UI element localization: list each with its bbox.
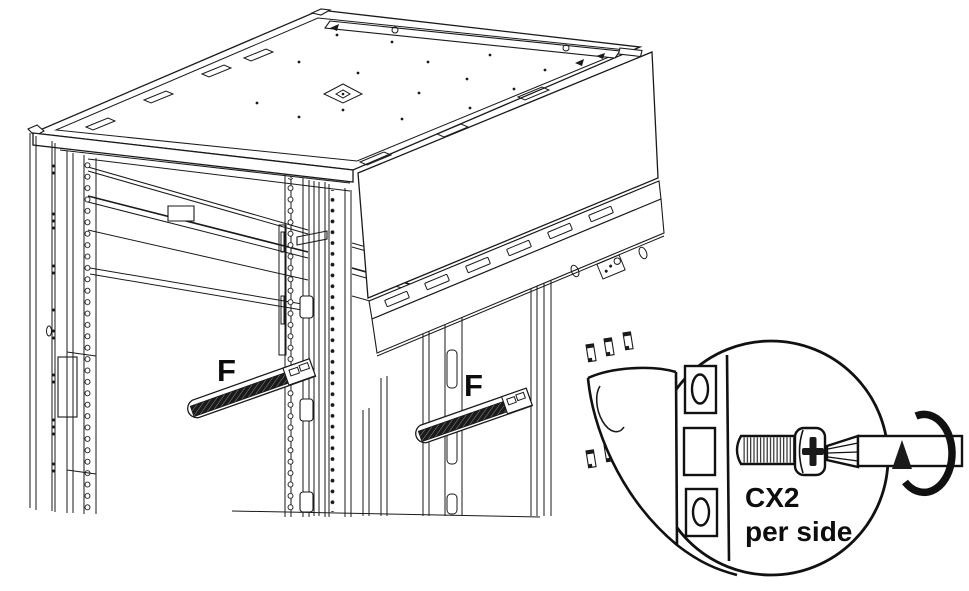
screwdriver-shaft — [856, 434, 964, 468]
rail-f-left: F — [187, 353, 317, 419]
rack-top-panel — [27, 8, 643, 171]
front-left-post — [66, 151, 97, 514]
top-vent-icon — [322, 83, 364, 104]
rail-f-right: F — [415, 368, 534, 444]
left-outer-frame — [29, 133, 78, 512]
top-rear-strip — [324, 20, 621, 59]
front-center-post — [278, 174, 320, 517]
side-rail-lower — [371, 198, 665, 357]
rail-label-left: F — [217, 353, 236, 388]
callout-label-line2: per side — [745, 516, 852, 547]
rack-hole-column-center — [287, 178, 294, 514]
rail-label-right: F — [464, 368, 483, 403]
callout-pointer — [586, 366, 738, 577]
screw-icon — [735, 426, 827, 477]
rack-front-eave — [32, 132, 354, 192]
side-bracket — [596, 254, 626, 280]
front-corner-post — [324, 182, 352, 517]
panel-oval-hole — [595, 385, 625, 433]
side-slotted-rail-upper — [368, 180, 662, 320]
rotation-arrow-icon — [892, 410, 956, 497]
magnifier-callout-icon: CX2 per side — [586, 339, 964, 577]
callout-label-line1: CX2 — [745, 482, 799, 513]
top-rivet-dots — [255, 33, 547, 121]
rack-hole-column-left — [84, 160, 91, 512]
side-lower-frame — [231, 280, 634, 518]
rack-dot-hole-column — [329, 190, 336, 512]
panel-holes-strip — [674, 354, 731, 562]
screw-threads — [741, 437, 795, 463]
top-slot-tabs-left — [84, 48, 275, 131]
outer-post-holes — [52, 164, 55, 473]
top-slot-tabs-right — [358, 86, 551, 166]
side-slot-hooks — [585, 331, 634, 469]
